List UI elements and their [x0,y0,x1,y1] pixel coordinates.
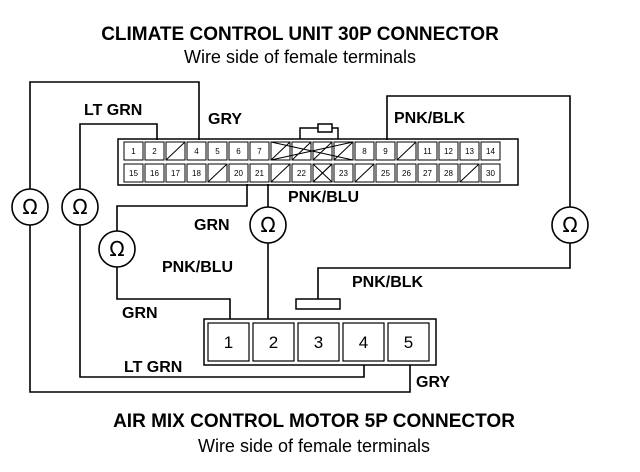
connector30-empty-slash [312,141,333,161]
connector30-pin-number: 11 [423,147,432,156]
wires [29,81,571,393]
connector30-pin-cell [333,163,354,183]
connector5-pin-number: 4 [359,333,368,352]
bottom-connector-title: AIR MIX CONTROL MOTOR 5P CONNECTOR [113,411,515,432]
connector30-empty-slash [354,163,375,183]
wire-label-gry-top: GRY [208,111,242,128]
connector30-empty-slash [396,141,417,161]
connector5-pin-number: 3 [314,333,323,352]
ohmmeter-pnk-blk-icon: Ω [551,206,589,244]
connector30-pin-number: 6 [236,147,241,156]
connector30-pin-number: 28 [444,169,453,178]
connector30-empty-slash [291,141,312,161]
connector30-pin-cell [438,141,459,161]
wire-label-pnk-blu-left: PNK/BLU [162,259,233,276]
ohmmeter-pnk-blu-icon: Ω [249,206,287,244]
wire-label-gry-low: GRY [416,374,450,391]
connector30-pin-number: 15 [129,169,138,178]
connector30-pin-number: 21 [255,169,264,178]
connector5-pin-cell [252,322,295,362]
bottom-connector-subtitle: Wire side of female terminals [198,436,430,456]
connector30-pin-cell [207,141,228,161]
svg-text:Ω: Ω [562,213,577,237]
connector30-pin-number: 18 [192,169,201,178]
connector30-pin-cell [249,141,270,161]
connector30-pin-number: 5 [215,147,220,156]
connector30-pin-number: 22 [297,169,306,178]
connector30-pin-number: 9 [383,147,388,156]
connector30-pin-cell [249,163,270,183]
connector30-pin-number: 23 [339,169,348,178]
connector30-pin-number: 25 [381,169,390,178]
connector30-pin-cell [144,141,165,161]
connector30-pin-cell [186,163,207,183]
connector30-empty-slash [207,163,228,183]
connector30-pin-cell [123,163,144,183]
svg-text:Ω: Ω [72,195,87,219]
connector5-pin-number: 1 [224,333,233,352]
connector30-pin-number: 17 [171,169,180,178]
wire-label-pnk-blk-top: PNK/BLK [394,110,466,127]
connector30-pin-cell [165,163,186,183]
connector5-pin-cell [387,322,430,362]
wire-label-pnk-blu-mid: PNK/BLU [288,189,359,206]
connector30-pin-cell [480,141,501,161]
connector30-pin-number: 20 [234,169,243,178]
connector30-pin-number: 16 [150,169,159,178]
connector30-key-cross [312,163,333,183]
connector30-pin-number: 27 [423,169,432,178]
connector30-pin-cell [228,163,249,183]
connector30-pin-cell [228,141,249,161]
connector30-pin-number: 8 [362,147,367,156]
connector5-pin-number: 2 [269,333,278,352]
svg-text:Ω: Ω [22,195,37,219]
connector30-pin-cell [144,163,165,183]
top-connector-subtitle: Wire side of female terminals [184,47,416,67]
top-connector-title: CLIMATE CONTROL UNIT 30P CONNECTOR [101,24,499,45]
wire-label-grn-low: GRN [122,305,158,322]
connector5-pin-number: 5 [404,333,413,352]
wire-label-lt-grn-low: LT GRN [124,359,182,376]
connector30-pin-cell [480,163,501,183]
connector30-pin-number: 12 [444,147,453,156]
connector30-pin-cell [354,141,375,161]
connector30-empty-slash [459,163,480,183]
svg-text:Ω: Ω [260,213,275,237]
ohmmeter-grn-icon: Ω [98,230,136,268]
connector30-pin-cell [417,163,438,183]
connector5-pin-cell [207,322,250,362]
connector30-empty-slash [270,163,291,183]
connector30-pin-number: 14 [486,147,495,156]
connector30-pin-cell [375,163,396,183]
connector5-pin-cell [297,322,340,362]
wire-label-pnk-blk-mid: PNK/BLK [352,274,424,291]
ohmmeter-gry-icon: Ω [11,188,49,226]
connector30-pin-number: 30 [486,169,495,178]
connector30-pin-cell [417,141,438,161]
ohmmeter-lt-grn-icon: Ω [61,188,99,226]
connector30-pin-cell [291,163,312,183]
wire-label-grn-mid: GRN [194,217,230,234]
connector30-pin-number: 4 [194,147,199,156]
connector30-pin-cell [438,163,459,183]
connector30-pin-number: 1 [131,147,136,156]
connector30-pin-number: 2 [152,147,157,156]
connector5-pin-cell [342,322,385,362]
wire-label-lt-grn-top: LT GRN [84,102,142,119]
air-mix-motor-5p-connector: 1 2 3 4 5 [203,298,437,366]
connector30-empty-slash [165,141,186,161]
svg-text:Ω: Ω [109,237,124,261]
connector30-pin-cell [459,141,480,161]
connector30-pin-number: 26 [402,169,411,178]
connector30-key-cross [270,141,354,161]
connector30-pin-cell [396,163,417,183]
connector30-pin-cell [375,141,396,161]
connector30-pin-cell [186,141,207,161]
connector30-pin-number: 13 [465,147,474,156]
connector30-pin-cell [123,141,144,161]
connector30-pin-number: 7 [257,147,262,156]
